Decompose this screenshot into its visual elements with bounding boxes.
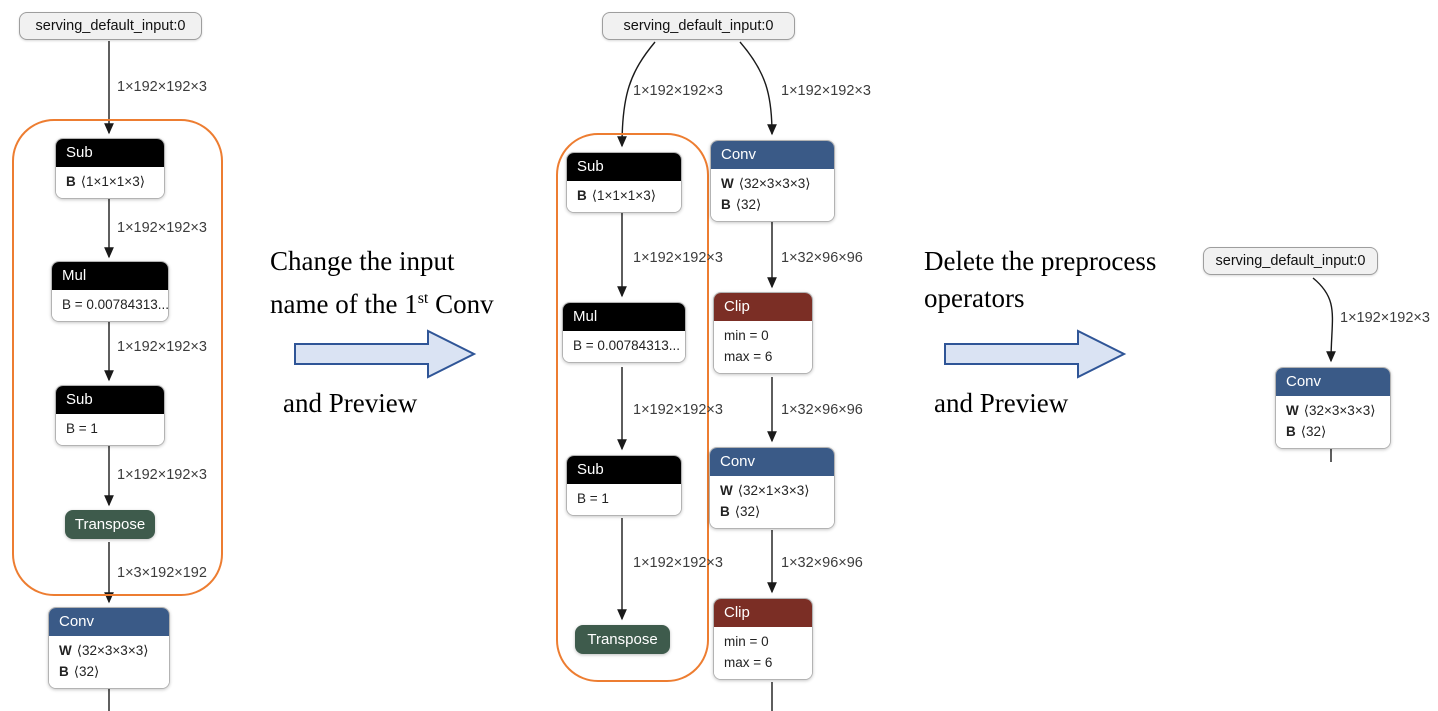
attr-key: B bbox=[721, 197, 731, 212]
edge-label: 1×192×192×3 bbox=[633, 83, 723, 99]
step2-arrow-icon bbox=[944, 329, 1127, 379]
edge-label: 1×192×192×3 bbox=[1340, 310, 1430, 326]
node-title: Conv bbox=[710, 448, 834, 476]
node-title: Conv bbox=[1276, 368, 1390, 396]
node-clip[interactable]: Clip min = 0 max = 6 bbox=[713, 598, 813, 680]
node-title: Conv bbox=[49, 608, 169, 636]
attr-key: B bbox=[1286, 424, 1296, 439]
node-conv[interactable]: Conv W ⟨32×1×3×3⟩ B ⟨32⟩ bbox=[709, 447, 835, 529]
attr-value: ⟨32×3×3×3⟩ bbox=[1303, 403, 1376, 418]
attr-value: max = 6 bbox=[724, 655, 773, 670]
edge-label: 1×192×192×3 bbox=[117, 79, 207, 95]
attr-value: ⟨32⟩ bbox=[734, 504, 761, 519]
edge-label: 1×32×96×96 bbox=[781, 250, 863, 266]
attr-value: ⟨1×1×1×3⟩ bbox=[591, 188, 656, 203]
node-title: Mul bbox=[563, 303, 685, 331]
highlight-box-left bbox=[12, 119, 223, 596]
attr-value: ⟨32×3×3×3⟩ bbox=[76, 643, 149, 658]
edge-label: 1×32×96×96 bbox=[781, 555, 863, 571]
highlight-box-middle bbox=[556, 133, 709, 682]
attr-value: max = 6 bbox=[724, 349, 773, 364]
node-title: Conv bbox=[711, 141, 834, 169]
edge-label: 1×3×192×192 bbox=[117, 565, 207, 581]
input-node[interactable]: serving_default_input:0 bbox=[1203, 247, 1378, 275]
attr-key: B bbox=[720, 504, 730, 519]
edge-label: 1×192×192×3 bbox=[117, 339, 207, 355]
step1-caption-line2: name of the 1st Conv bbox=[270, 289, 494, 319]
node-title: Clip bbox=[714, 293, 812, 321]
attr-key: B bbox=[66, 174, 76, 189]
node-title: Sub bbox=[56, 386, 164, 414]
node-title: Clip bbox=[714, 599, 812, 627]
step1-arrow-icon bbox=[294, 329, 477, 379]
node-mul[interactable]: Mul B = 0.00784313... bbox=[51, 261, 169, 322]
node-conv[interactable]: Conv W ⟨32×3×3×3⟩ B ⟨32⟩ bbox=[1275, 367, 1391, 449]
edge-label: 1×192×192×3 bbox=[633, 402, 723, 418]
node-transpose[interactable]: Transpose bbox=[65, 510, 155, 539]
attr-value: min = 0 bbox=[724, 328, 769, 343]
edge-label: 1×192×192×3 bbox=[781, 83, 871, 99]
node-sub[interactable]: Sub B ⟨1×1×1×3⟩ bbox=[55, 138, 165, 199]
edge-label: 1×192×192×3 bbox=[633, 250, 723, 266]
attr-key: B bbox=[59, 664, 69, 679]
node-transpose[interactable]: Transpose bbox=[575, 625, 670, 654]
node-clip[interactable]: Clip min = 0 max = 6 bbox=[713, 292, 813, 374]
node-sub[interactable]: Sub B = 1 bbox=[566, 455, 682, 516]
edge-mid-input-sub bbox=[617, 41, 656, 148]
node-title: Mul bbox=[52, 262, 168, 290]
edge-label: 1×192×192×3 bbox=[117, 220, 207, 236]
input-node[interactable]: serving_default_input:0 bbox=[19, 12, 202, 40]
attr-value: ⟨32⟩ bbox=[1300, 424, 1327, 439]
input-node[interactable]: serving_default_input:0 bbox=[602, 12, 795, 40]
node-sub[interactable]: Sub B ⟨1×1×1×3⟩ bbox=[566, 152, 682, 213]
step2-caption-line1: Delete the preprocess bbox=[924, 246, 1157, 276]
node-conv[interactable]: Conv W ⟨32×3×3×3⟩ B ⟨32⟩ bbox=[48, 607, 170, 689]
edge-right-input-conv bbox=[1312, 277, 1336, 363]
attr-value: ⟨1×1×1×3⟩ bbox=[80, 174, 145, 189]
attr-value: ⟨32×3×3×3⟩ bbox=[738, 176, 811, 191]
node-title: Sub bbox=[567, 456, 681, 484]
attr-key: B bbox=[577, 188, 587, 203]
step2-caption: Delete the preprocess operators bbox=[924, 243, 1156, 317]
step2-caption-line3: and Preview bbox=[934, 388, 1069, 418]
attr-value: B = 0.00784313... bbox=[573, 338, 680, 353]
attr-value: B = 1 bbox=[66, 421, 98, 436]
attr-key: W bbox=[59, 643, 72, 658]
attr-key: W bbox=[721, 176, 734, 191]
node-sub[interactable]: Sub B = 1 bbox=[55, 385, 165, 446]
attr-value: min = 0 bbox=[724, 634, 769, 649]
step1-caption: Change the input name of the 1st Conv bbox=[270, 243, 494, 323]
attr-value: ⟨32⟩ bbox=[73, 664, 100, 679]
attr-value: B = 0.00784313... bbox=[62, 297, 169, 312]
attr-key: W bbox=[1286, 403, 1299, 418]
attr-value: B = 1 bbox=[577, 491, 609, 506]
node-title: Sub bbox=[567, 153, 681, 181]
attr-value: ⟨32×1×3×3⟩ bbox=[737, 483, 810, 498]
edge-label: 1×192×192×3 bbox=[117, 467, 207, 483]
node-conv[interactable]: Conv W ⟨32×3×3×3⟩ B ⟨32⟩ bbox=[710, 140, 835, 222]
edge-label: 1×32×96×96 bbox=[781, 402, 863, 418]
step1-caption-line3: and Preview bbox=[283, 388, 418, 418]
step2-caption-line2: operators bbox=[924, 283, 1025, 313]
edge-label: 1×192×192×3 bbox=[633, 555, 723, 571]
attr-key: W bbox=[720, 483, 733, 498]
attr-value: ⟨32⟩ bbox=[735, 197, 762, 212]
node-mul[interactable]: Mul B = 0.00784313... bbox=[562, 302, 686, 363]
node-title: Sub bbox=[56, 139, 164, 167]
edge-mid-input-conv bbox=[739, 41, 777, 136]
step1-caption-line1: Change the input bbox=[270, 246, 455, 276]
